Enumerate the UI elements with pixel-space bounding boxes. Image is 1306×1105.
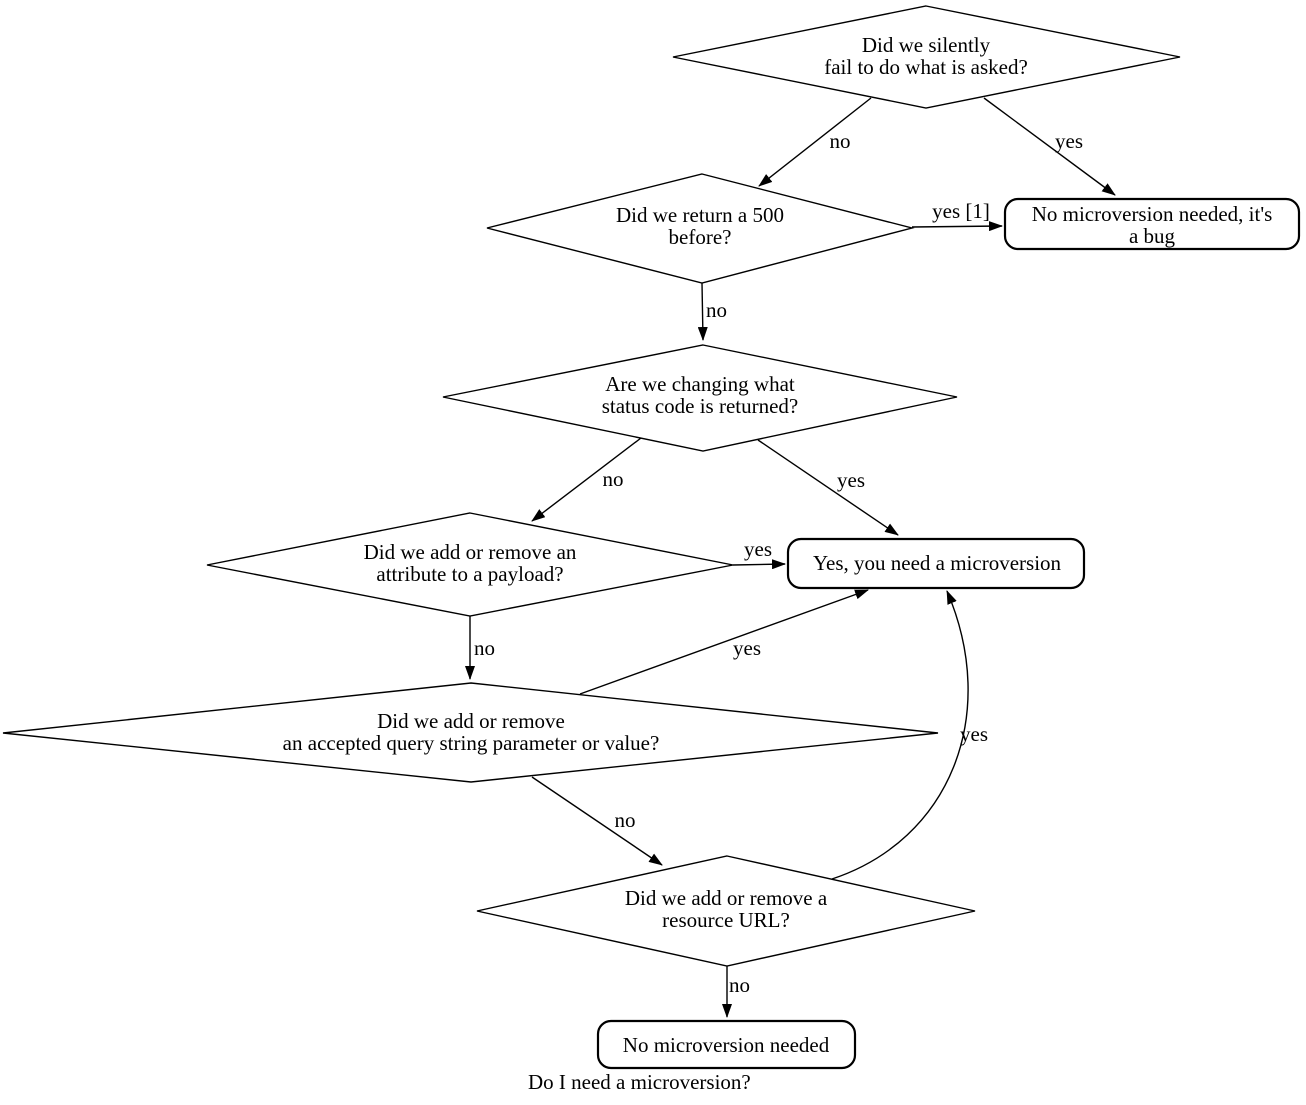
edge-return-500-yes xyxy=(911,221,1003,232)
edge-silent-fail-yes xyxy=(983,97,1116,196)
silent-fail-label-line2: fail to do what is asked? xyxy=(824,55,1028,79)
payload-attribute-label-line1: Did we add or remove an xyxy=(364,540,577,564)
resource-url-label-line2: resource URL? xyxy=(662,908,790,932)
edge-return-500-no xyxy=(697,282,708,341)
edge-label-silent-fail-no: no xyxy=(830,129,851,153)
edge-resource-url-yes xyxy=(831,590,969,880)
node-need-microversion-terminal xyxy=(786,537,1086,590)
node-no-microversion-terminal xyxy=(596,1019,857,1070)
bug-label-line1: No microversion needed, it's xyxy=(1032,202,1273,226)
query-string-label-line1: Did we add or remove xyxy=(377,709,565,733)
node-status-code-diamond xyxy=(442,344,958,452)
edge-label-status-code-yes: yes xyxy=(837,468,865,492)
edge-label-silent-fail-yes: yes xyxy=(1055,129,1083,153)
payload-attribute-label-line2: attribute to a payload? xyxy=(376,562,563,586)
need-microversion-label: Yes, you need a microversion xyxy=(813,551,1062,575)
query-string-label-line2: an accepted query string parameter or va… xyxy=(283,731,660,755)
edge-payload-attribute-yes xyxy=(732,559,786,570)
edge-query-string-no xyxy=(531,776,663,866)
edge-status-code-yes xyxy=(757,439,899,536)
silent-fail-label-line1: Did we silently xyxy=(862,33,991,57)
resource-url-label-line1: Did we add or remove a xyxy=(625,886,828,910)
bug-label-line2: a bug xyxy=(1129,224,1176,248)
edge-label-payload-attribute-no: no xyxy=(474,636,495,660)
node-bug-terminal xyxy=(1003,197,1301,251)
edge-query-string-yes xyxy=(579,589,869,695)
edge-label-query-string-no: no xyxy=(615,808,636,832)
edge-label-return-500-no: no xyxy=(706,298,727,322)
edge-label-status-code-no: no xyxy=(603,467,624,491)
node-silent-fail-diamond xyxy=(672,5,1181,109)
return-500-label-line1: Did we return a 500 xyxy=(616,203,784,227)
edge-status-code-no xyxy=(531,437,642,522)
diagram-caption: Do I need a microversion? xyxy=(528,1070,751,1094)
edge-label-query-string-yes: yes xyxy=(733,636,761,660)
edge-label-resource-url-yes: yes xyxy=(960,722,988,746)
node-query-string-diamond xyxy=(2,682,939,783)
status-code-label-line1: Are we changing what xyxy=(605,372,795,396)
edge-label-payload-attribute-yes: yes xyxy=(744,537,772,561)
edge-silent-fail-no xyxy=(758,97,872,187)
no-microversion-label: No microversion needed xyxy=(623,1033,830,1057)
edge-label-return-500-yes: yes [1] xyxy=(932,199,990,223)
return-500-label-line2: before? xyxy=(669,225,732,249)
edge-label-resource-url-no: no xyxy=(729,973,750,997)
status-code-label-line2: status code is returned? xyxy=(602,394,799,418)
